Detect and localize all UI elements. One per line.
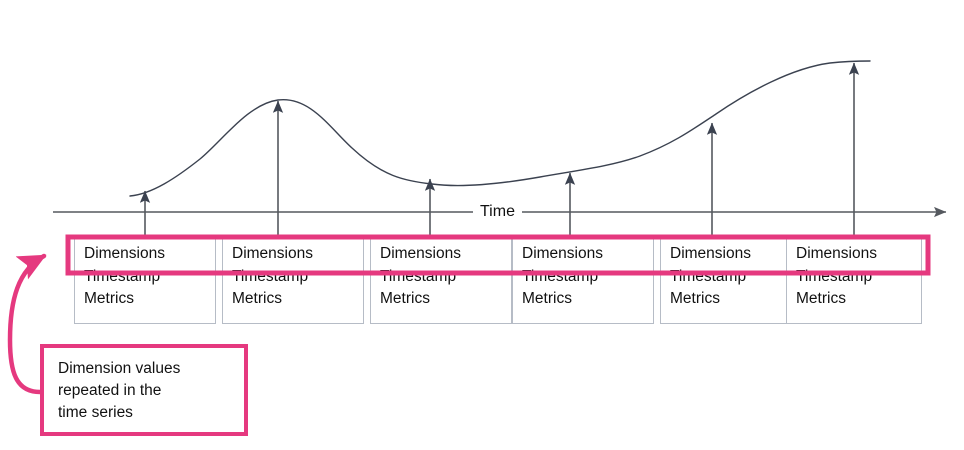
record-field-metrics: Metrics bbox=[380, 290, 430, 307]
callout-line-1: Dimension values bbox=[58, 360, 181, 377]
callout-line-3: time series bbox=[58, 404, 133, 421]
record-field-metrics: Metrics bbox=[232, 290, 282, 307]
record-field-dimensions: Dimensions bbox=[84, 245, 165, 262]
record-field-metrics: Metrics bbox=[84, 290, 134, 307]
record-field-dimensions: Dimensions bbox=[380, 245, 461, 262]
record-field-metrics: Metrics bbox=[670, 290, 720, 307]
record-box-1: Dimensions Timestamp Metrics bbox=[74, 236, 216, 324]
record-field-metrics: Metrics bbox=[522, 290, 572, 307]
record-box-2: Dimensions Timestamp Metrics bbox=[222, 236, 364, 324]
dimension-values-callout: Dimension values repeated in the time se… bbox=[40, 344, 248, 436]
metric-trend-curve bbox=[129, 60, 871, 197]
dimensions-row-highlight bbox=[65, 234, 931, 276]
time-axis-label: Time bbox=[473, 203, 522, 221]
callout-pointer-arrow bbox=[7, 253, 47, 395]
record-field-dimensions: Dimensions bbox=[796, 245, 877, 262]
record-field-dimensions: Dimensions bbox=[670, 245, 751, 262]
record-field-dimensions: Dimensions bbox=[232, 245, 313, 262]
callout-line-2: repeated in the bbox=[58, 382, 162, 399]
record-box-3: Dimensions Timestamp Metrics bbox=[370, 236, 512, 324]
record-field-dimensions: Dimensions bbox=[522, 245, 603, 262]
record-field-metrics: Metrics bbox=[796, 290, 846, 307]
